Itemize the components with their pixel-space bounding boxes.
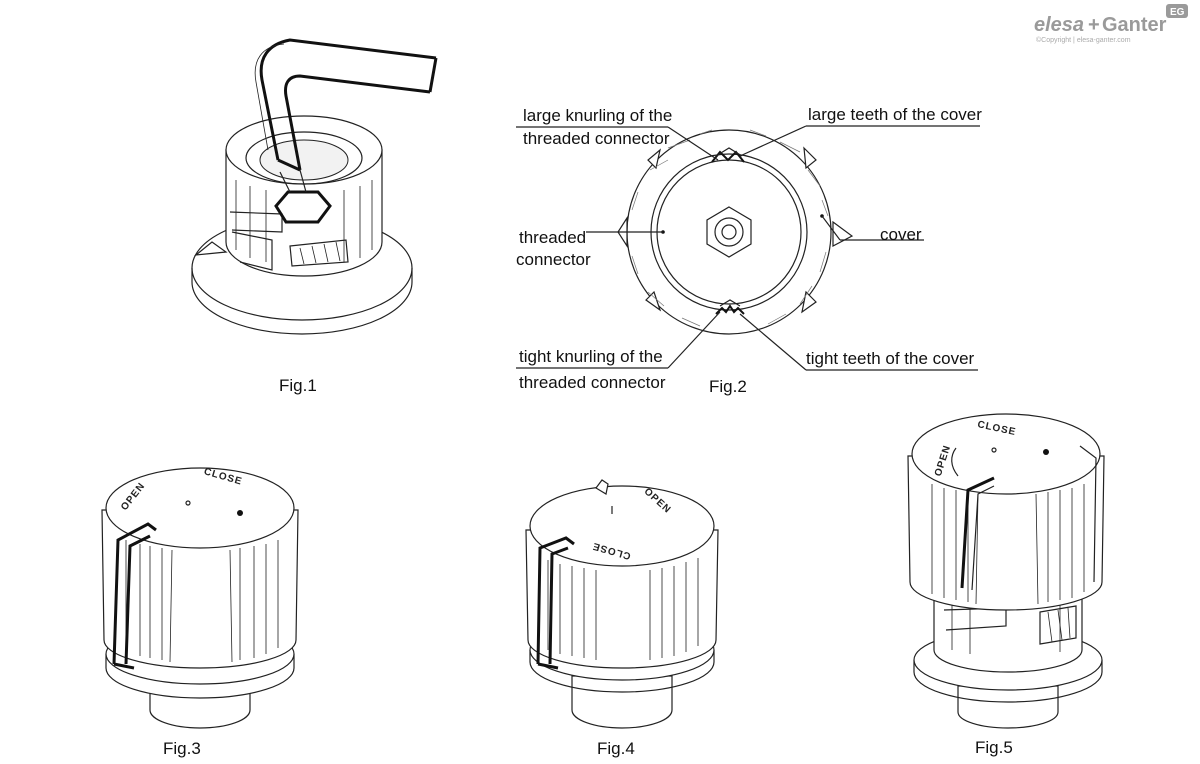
figure-1-caption: Fig.1: [279, 376, 317, 395]
label-tight-knurling-line1: tight knurling of the: [519, 347, 663, 366]
brand-badge-text: EG: [1170, 7, 1185, 18]
figure-2-drawing: [617, 129, 854, 335]
figure-4-caption: Fig.4: [597, 739, 635, 758]
label-large-knurling-line2: threaded connector: [523, 129, 670, 148]
figure-1-drawing: [191, 38, 438, 335]
label-tight-knurling-line2: threaded connector: [519, 373, 666, 392]
figure-3-caption: Fig.3: [163, 739, 201, 758]
figure-5-caption: Fig.5: [975, 738, 1013, 757]
label-threaded-connector-line1: threaded: [519, 228, 586, 247]
label-large-teeth: large teeth of the cover: [808, 105, 982, 124]
figure-4-drawing: OPEN CLOSE: [525, 479, 719, 729]
label-large-knurling-line1: large knurling of the: [523, 106, 672, 125]
label-threaded-connector-line2: connector: [516, 250, 591, 269]
brand-name-part1: elesa: [1034, 14, 1084, 36]
brand-logo: elesa + Ganter EG ©Copyright | elesa-gan…: [1034, 4, 1188, 44]
figure-2-caption: Fig.2: [709, 377, 747, 396]
label-cover: cover: [880, 225, 922, 244]
figure-2-callouts: large knurling of the threaded connector…: [516, 105, 982, 392]
brand-copyright: ©Copyright | elesa-ganter.com: [1036, 36, 1131, 44]
label-tight-teeth: tight teeth of the cover: [806, 349, 975, 368]
brand-plus: +: [1088, 14, 1100, 36]
figure-3-drawing: OPEN CLOSE: [101, 466, 299, 729]
figure-5-drawing: OPEN CLOSE: [907, 413, 1105, 729]
brand-badge: [1166, 4, 1188, 18]
brand-name-part2: Ganter: [1102, 14, 1167, 36]
